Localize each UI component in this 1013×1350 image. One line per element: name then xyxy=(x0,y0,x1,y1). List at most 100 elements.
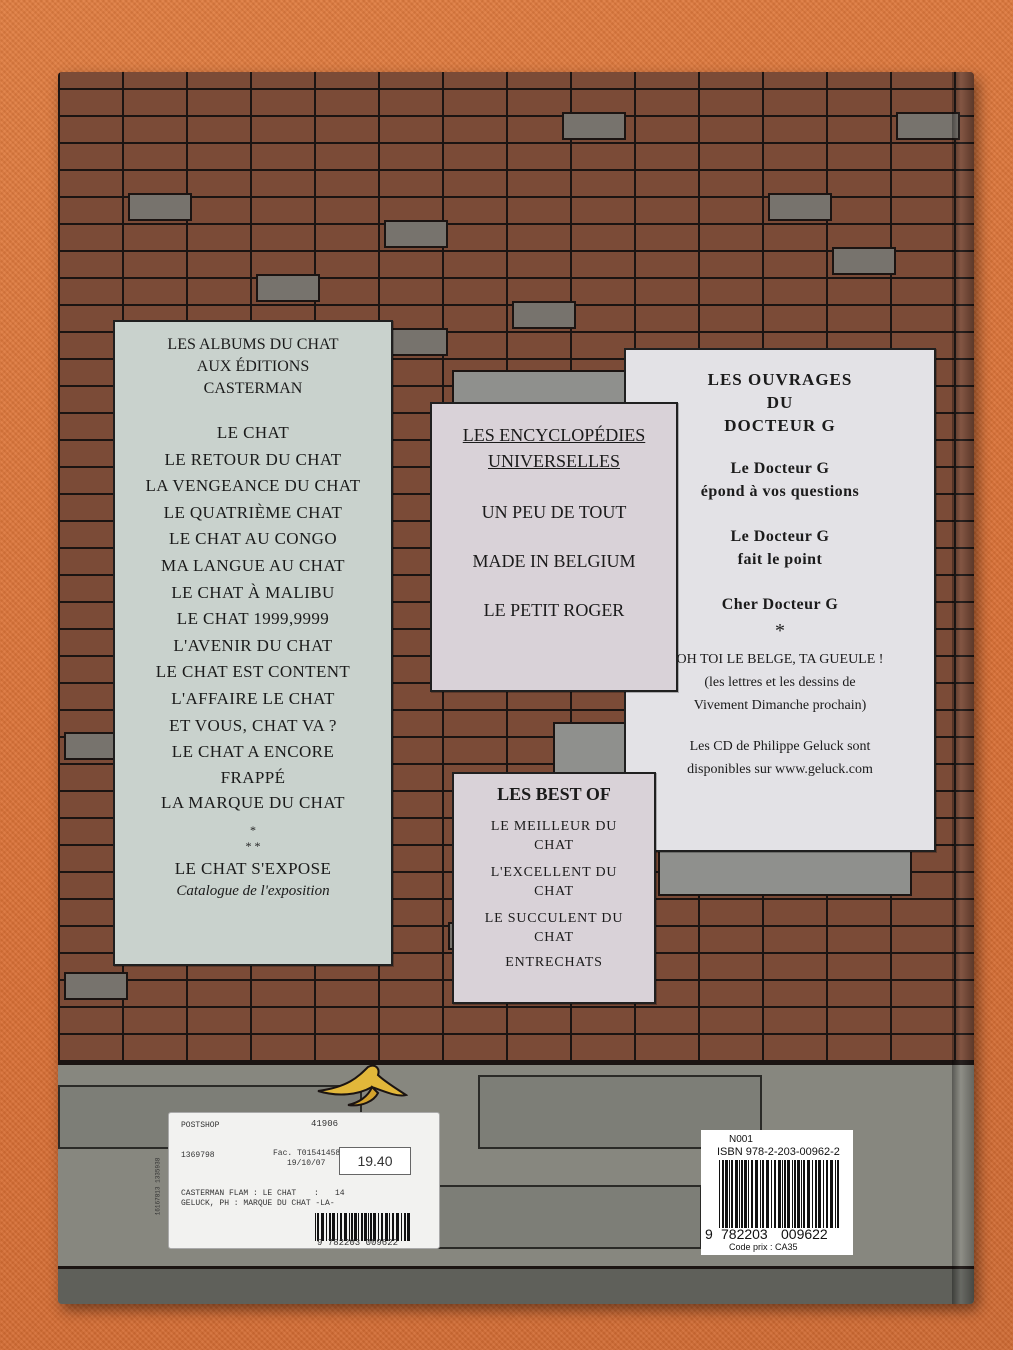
barcode-bar xyxy=(830,1160,833,1228)
barcode-bar xyxy=(729,1160,730,1228)
star-separator: * * xyxy=(245,839,261,854)
barcode-bar xyxy=(778,1160,781,1228)
sticker-line: : xyxy=(314,1189,319,1198)
encyclo-title-line: LES ENCYCLOPÉDIES xyxy=(462,425,646,445)
barcode-bar xyxy=(329,1213,331,1241)
ean-first-digit: 9 xyxy=(705,1226,713,1242)
barcode-bar xyxy=(784,1160,786,1228)
barcode-bar xyxy=(404,1213,406,1241)
grey-brick xyxy=(832,247,896,275)
album-title: ET VOUS, CHAT VA ? xyxy=(169,715,337,735)
isbn-code: N001 xyxy=(729,1134,753,1145)
poster-albums: LES ALBUMS DU CHAT AUX ÉDITIONS CASTERMA… xyxy=(113,320,393,966)
grey-brick xyxy=(384,328,448,356)
sticker-code: 41906 xyxy=(311,1119,339,1129)
barcode-bar xyxy=(815,1160,817,1228)
barcode-bar xyxy=(787,1160,790,1228)
grey-brick xyxy=(384,220,448,248)
albums-heading-line: LES ALBUMS DU CHAT xyxy=(167,336,339,353)
expo-subtitle: Catalogue de l'exposition xyxy=(176,882,330,899)
barcode-bar xyxy=(744,1160,747,1228)
album-title: LE CHAT A ENCORE xyxy=(171,742,335,762)
barcode-bar xyxy=(751,1160,753,1228)
barcode-bar xyxy=(739,1160,740,1228)
docteur-item: épond à vos questions xyxy=(700,483,860,500)
barcode-bar xyxy=(321,1213,324,1241)
docteur-heading-line: DU xyxy=(766,393,794,412)
barcode-bar xyxy=(792,1160,793,1228)
book-back-cover: LES ALBUMS DU CHAT AUX ÉDITIONS CASTERMA… xyxy=(58,72,974,1304)
album-title: LE RETOUR DU CHAT xyxy=(164,449,342,469)
barcode-bar xyxy=(722,1160,724,1228)
barcode-bar xyxy=(725,1160,728,1228)
poster-best-of: LES BEST OF LE MEILLEUR DU CHAT L'EXCELL… xyxy=(452,772,656,1004)
barcode-bar xyxy=(766,1160,769,1228)
barcode-bar xyxy=(826,1160,828,1228)
barcode-bar xyxy=(315,1213,316,1241)
best-of-item: CHAT xyxy=(534,838,574,853)
docteur-heading-line: DOCTEUR G xyxy=(724,416,836,435)
isbn-number: ISBN 978-2-203-00962-2 xyxy=(717,1146,840,1158)
sticker-price: 19.40 xyxy=(339,1147,411,1175)
album-title: LE CHAT EST CONTENT xyxy=(155,662,351,682)
barcode-bar xyxy=(760,1160,761,1228)
encyclo-title-line: UNIVERSELLES xyxy=(488,451,620,471)
sticker-line: 14 xyxy=(335,1189,345,1198)
albums-heading-line: AUX ÉDITIONS xyxy=(196,358,310,375)
barcode-bar xyxy=(349,1213,350,1241)
barcode-bar xyxy=(392,1213,394,1241)
barcode-bar xyxy=(803,1160,805,1228)
sticker-ref: 1369798 xyxy=(181,1151,215,1160)
cd-info: Les CD de Philippe Geluck sont xyxy=(689,739,871,754)
sticker-ean: 9 782203 009622 xyxy=(317,1238,399,1248)
barcode-bar xyxy=(835,1160,836,1228)
isbn-barcode xyxy=(719,1160,839,1228)
banana-peel-icon xyxy=(317,1064,408,1107)
barcode-bar xyxy=(368,1213,369,1241)
barcode-bar xyxy=(381,1213,383,1241)
sticker-line: CASTERMAN FLAM : LE CHAT xyxy=(181,1189,297,1198)
barcode-bar xyxy=(735,1160,738,1228)
grey-brick xyxy=(64,972,128,1000)
encyclo-item: MADE IN BELGIUM xyxy=(472,551,636,571)
barcode-bar xyxy=(326,1213,327,1241)
barcode-bar xyxy=(782,1160,783,1228)
grey-brick xyxy=(128,193,192,221)
barcode-bar xyxy=(373,1213,376,1241)
best-of-item: ENTRECHATS xyxy=(505,955,603,970)
belge-subtitle: (les lettres et les dessins de xyxy=(704,675,856,690)
barcode-bar xyxy=(797,1160,800,1228)
grey-brick xyxy=(896,112,960,140)
grey-brick xyxy=(562,112,626,140)
encyclo-item: LE PETIT ROGER xyxy=(483,600,625,620)
barcode-bar xyxy=(823,1160,824,1228)
barcode-bar xyxy=(719,1160,720,1228)
barcode-bar xyxy=(332,1213,335,1241)
barcode-bar xyxy=(801,1160,802,1228)
barcode-bar xyxy=(361,1213,363,1241)
docteur-item: fait le point xyxy=(737,551,823,568)
book-spine-edge xyxy=(952,72,974,1304)
belge-title: OH TOI LE BELGE, TA GUEULE ! xyxy=(676,652,884,667)
star-separator: * xyxy=(250,823,256,838)
best-of-item: L'EXCELLENT DU xyxy=(490,865,618,880)
album-title: LA MARQUE DU CHAT xyxy=(161,792,345,812)
barcode-bar xyxy=(812,1160,813,1228)
encyclo-item: UN PEU DE TOUT xyxy=(481,502,627,522)
grey-brick xyxy=(512,301,576,329)
sticker-side-code: 16167813 1335938 xyxy=(154,1157,162,1216)
sidewalk xyxy=(58,1062,974,1304)
barcode-bar xyxy=(755,1160,758,1228)
price-sticker: POSTSHOP 41906 1369798 Fac. T01541458 19… xyxy=(154,1112,440,1249)
best-of-item: LE SUCCULENT DU xyxy=(484,911,624,926)
best-of-item: CHAT xyxy=(534,884,574,899)
sticker-barcode xyxy=(315,1213,410,1241)
barcode-bar xyxy=(317,1213,319,1241)
barcode-bar xyxy=(837,1160,839,1228)
barcode-bar xyxy=(358,1213,359,1241)
barcode-bar xyxy=(762,1160,764,1228)
album-title: L'AVENIR DU CHAT xyxy=(173,635,333,655)
barcode-bar xyxy=(354,1213,357,1241)
barcode-bar xyxy=(364,1213,367,1241)
barcode-bar xyxy=(378,1213,379,1241)
